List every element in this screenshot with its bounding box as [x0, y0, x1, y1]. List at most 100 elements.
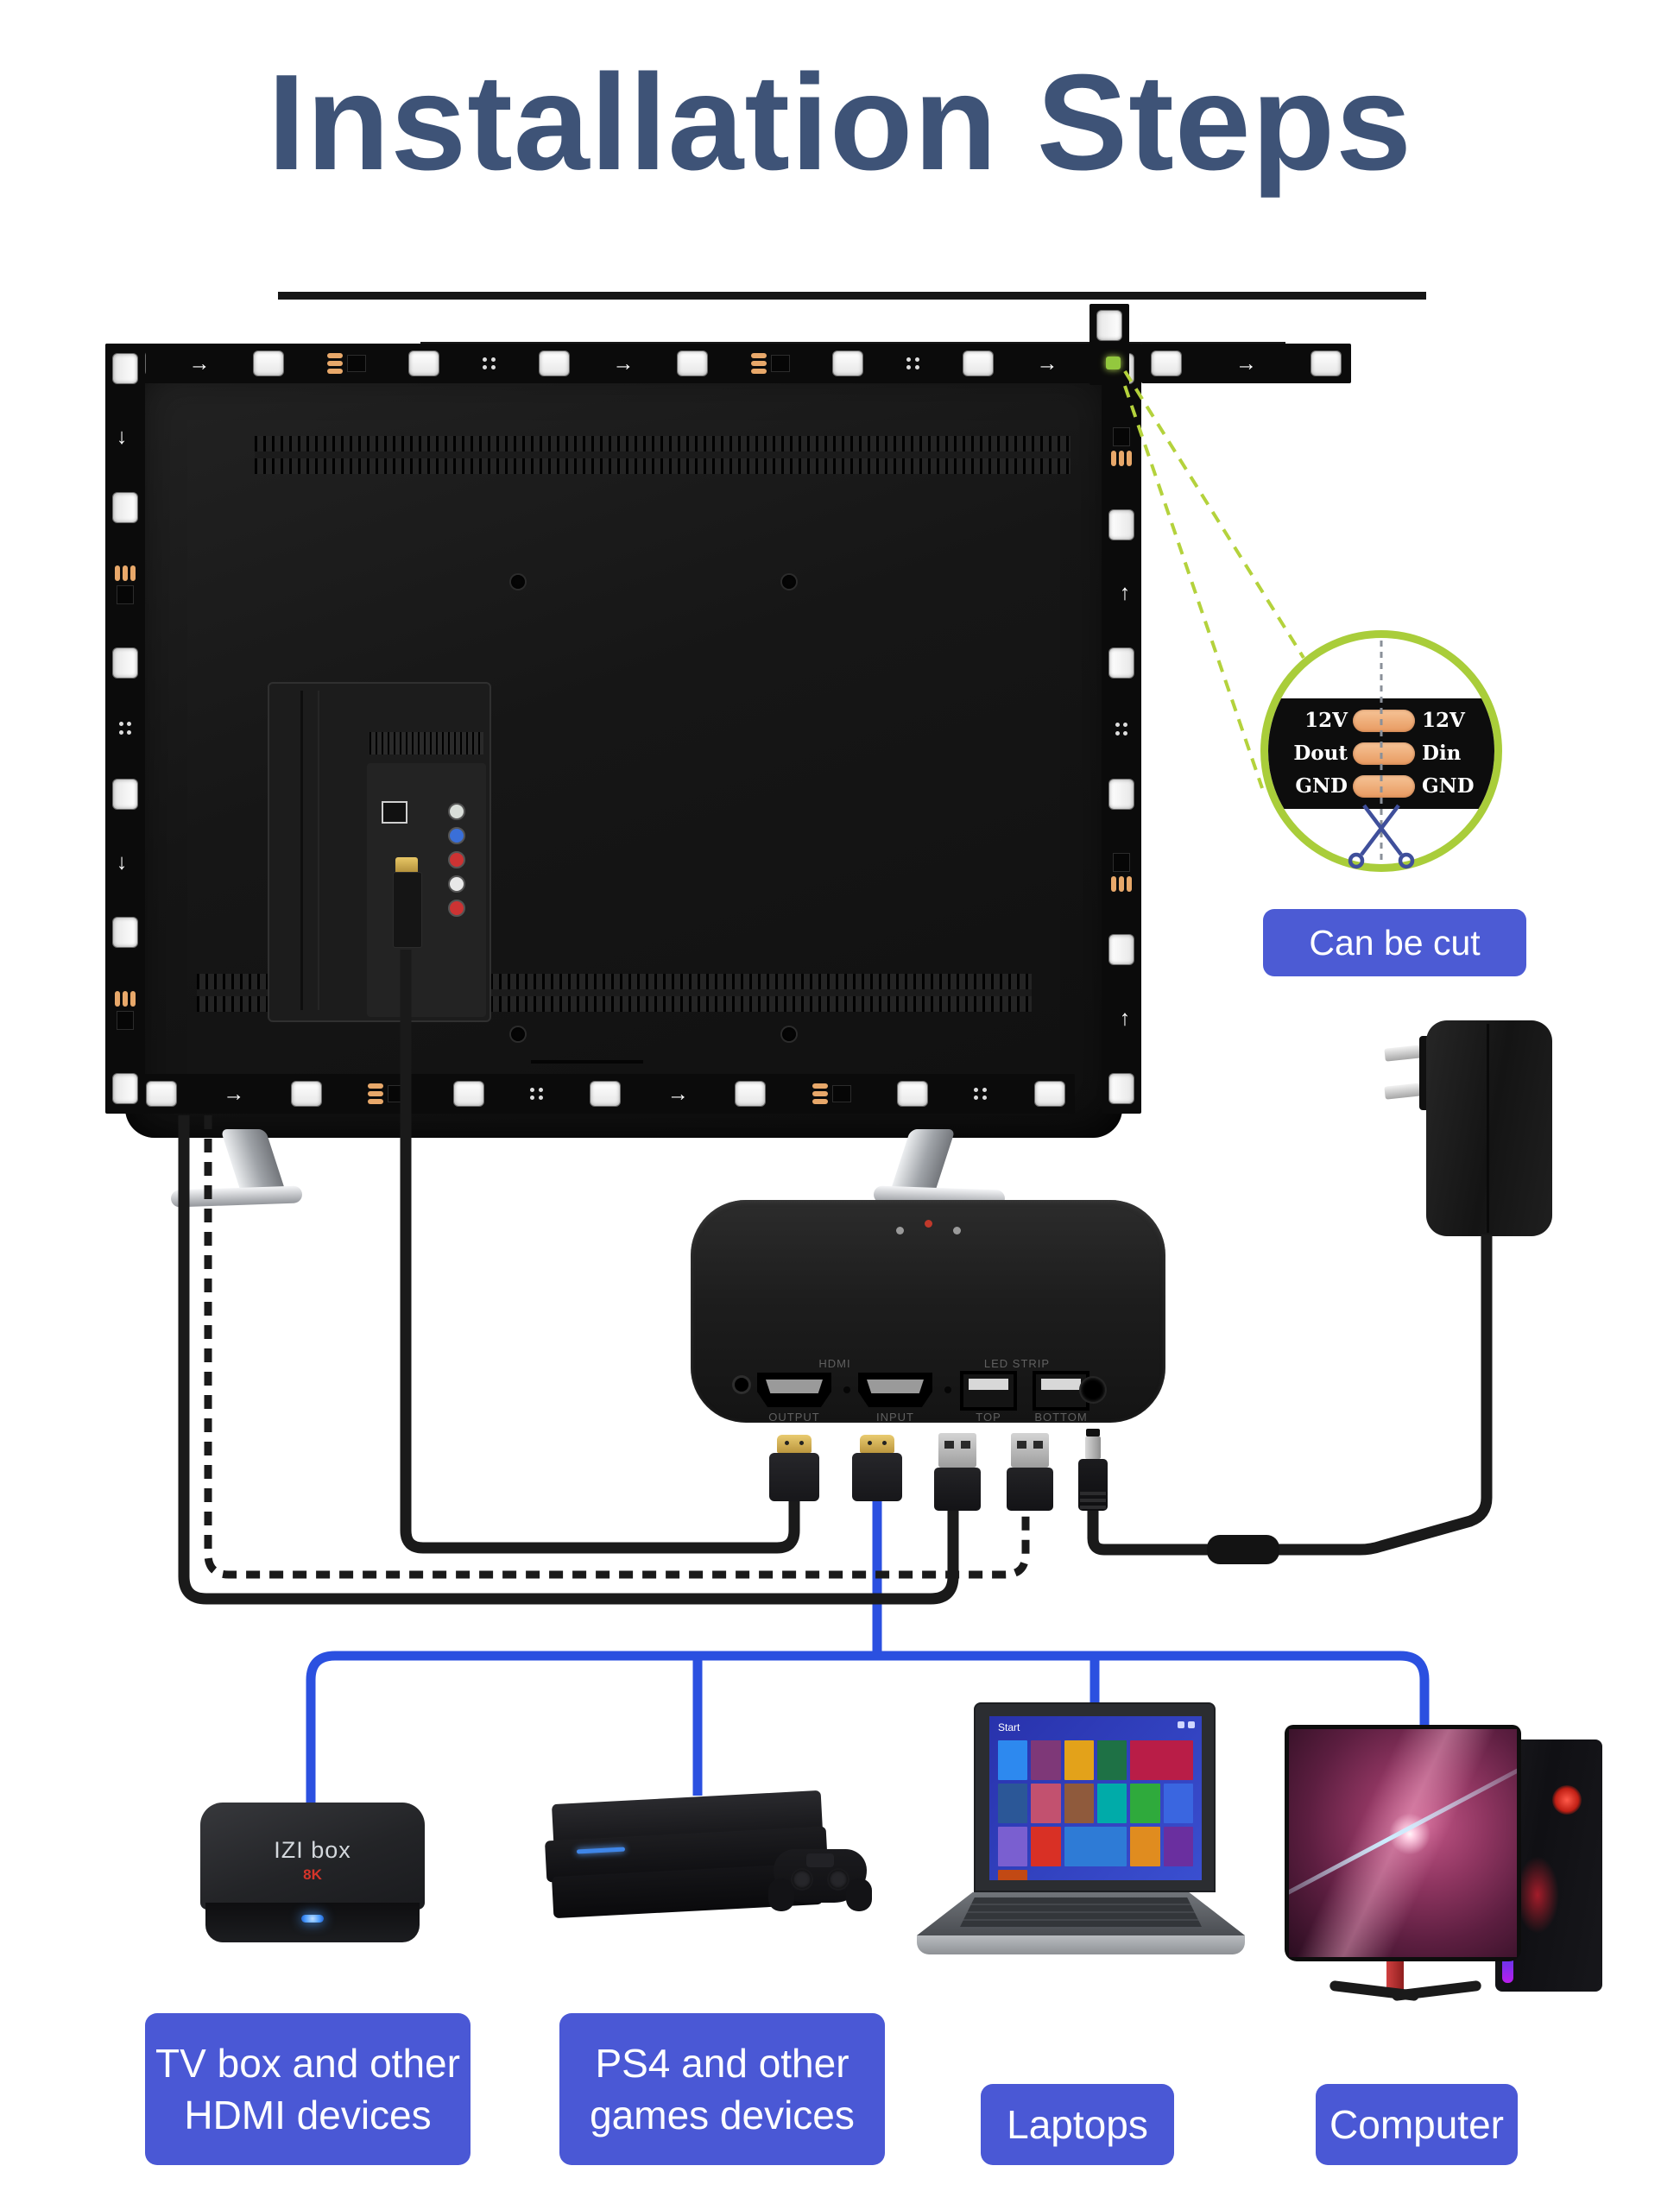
start-tile [1130, 1740, 1193, 1780]
laptop-front-edge [917, 1935, 1245, 1954]
tv-box-badge: 8K [303, 1866, 322, 1883]
ps4-controller [768, 1849, 872, 1911]
tv-box-brand: IZI box [274, 1837, 351, 1863]
laptop-keyboard [960, 1897, 1202, 1927]
strip-pads-and-chip [326, 353, 366, 374]
led-module [1109, 1074, 1134, 1103]
laptop-start-tiles [998, 1740, 1193, 1880]
start-tile [1064, 1827, 1127, 1866]
ferrite-bead [1207, 1535, 1279, 1564]
reset-pinhole [735, 1378, 748, 1392]
screw-hole [511, 575, 525, 589]
screw-dot [944, 1386, 951, 1393]
pad-label-dout: Dout [1293, 742, 1348, 765]
led-module [113, 779, 137, 809]
indicator-led-red [925, 1220, 932, 1228]
av-jack [448, 803, 465, 820]
led-module [1152, 351, 1181, 376]
strip-dots [906, 357, 920, 369]
label-ps4: PS4 and other games devices [559, 2013, 885, 2165]
start-tile [1064, 1740, 1094, 1780]
input-label: INPUT [876, 1411, 914, 1424]
ethernet-port-icon [382, 801, 407, 824]
power-adapter [1426, 1020, 1552, 1236]
led-module [898, 1082, 928, 1106]
hdmi-input-port [858, 1373, 932, 1407]
hdmi-ports-label: HDMI [818, 1357, 851, 1370]
start-tile [1130, 1784, 1160, 1823]
led-module [1097, 311, 1121, 340]
laptop-start-label: Start [998, 1721, 1020, 1733]
label-laptops: Laptops [981, 2084, 1174, 2165]
laptop-screen-icons [1178, 1721, 1195, 1728]
hdmi-plug-tip [777, 1435, 812, 1453]
led-module [113, 492, 137, 522]
start-tile [998, 1870, 1028, 1880]
direction-arrow-icon: → [1036, 350, 1058, 376]
screw-hole [782, 575, 796, 589]
ic-chip [117, 1011, 134, 1031]
start-tile [1031, 1784, 1061, 1823]
led-module [453, 1082, 483, 1106]
strip-pads-and-chip [812, 1083, 851, 1104]
solder-pad [1353, 710, 1415, 732]
led-module [1109, 935, 1134, 965]
pad-label-din: Din [1422, 742, 1462, 765]
dc-plug-body [1078, 1459, 1108, 1511]
direction-arrow-icon: → [223, 1081, 245, 1106]
start-tile [998, 1784, 1028, 1823]
hdmi-plug-body [769, 1453, 819, 1501]
led-strip-top: →→→ [105, 344, 1141, 383]
label-line: Computer [1329, 2102, 1504, 2147]
start-tile [998, 1740, 1028, 1780]
tv-slot [531, 1060, 643, 1064]
led-module [591, 1082, 621, 1106]
direction-arrow-icon: → [113, 426, 138, 449]
tv-vent-top [255, 436, 1071, 474]
led-strip-bottom: →→ [136, 1074, 1075, 1114]
title-underline-1 [278, 292, 1426, 300]
pad-label-gnd-right: GND [1422, 774, 1475, 798]
usb-plug-body [934, 1468, 981, 1511]
start-tile [1096, 1784, 1127, 1823]
strip-dots [530, 1088, 544, 1100]
ic-chip [1113, 426, 1130, 446]
screw-hole [782, 1027, 796, 1041]
led-module [113, 354, 137, 383]
panel-seam [300, 691, 303, 1010]
bottom-label: BOTTOM [1034, 1411, 1088, 1424]
tv-stand-foot-left [170, 1185, 303, 1208]
led-module [540, 351, 569, 376]
strip-pads-and-chip [750, 353, 790, 374]
start-tile [1031, 1827, 1061, 1866]
strip-dots [974, 1088, 988, 1100]
dc-plug-barrel [1085, 1436, 1101, 1459]
zoom-guide-line-upper [1123, 369, 1305, 660]
usb-plug-body [1007, 1468, 1053, 1511]
monitor-screen [1289, 1729, 1517, 1957]
label-line: Laptops [1007, 2102, 1148, 2147]
direction-arrow-icon: → [666, 1081, 689, 1106]
start-tile [1163, 1827, 1193, 1866]
start-tile [998, 1827, 1028, 1866]
tv-box-front [205, 1903, 420, 1942]
strip-pads-and-chip [1111, 852, 1132, 892]
av-jack [448, 851, 465, 868]
start-tile [1096, 1740, 1127, 1780]
indicator-led [953, 1227, 961, 1234]
ic-chip [388, 1085, 407, 1102]
ic-chip [770, 355, 790, 372]
strip-dots [119, 721, 131, 736]
led-module [1109, 779, 1134, 809]
direction-arrow-icon: → [1235, 350, 1257, 376]
start-tile [1163, 1784, 1193, 1823]
strip-pads-and-chip [368, 1083, 407, 1104]
led-strip-extension-up [1089, 304, 1129, 385]
led-module [1311, 351, 1341, 376]
strip-dots [482, 357, 496, 369]
led-module [1034, 1082, 1064, 1106]
dc-barrel-plug [1078, 1429, 1108, 1511]
label-line: HDMI devices [184, 2093, 432, 2137]
label-line: games devices [590, 2093, 855, 2137]
adapter-seam [1487, 1024, 1489, 1233]
